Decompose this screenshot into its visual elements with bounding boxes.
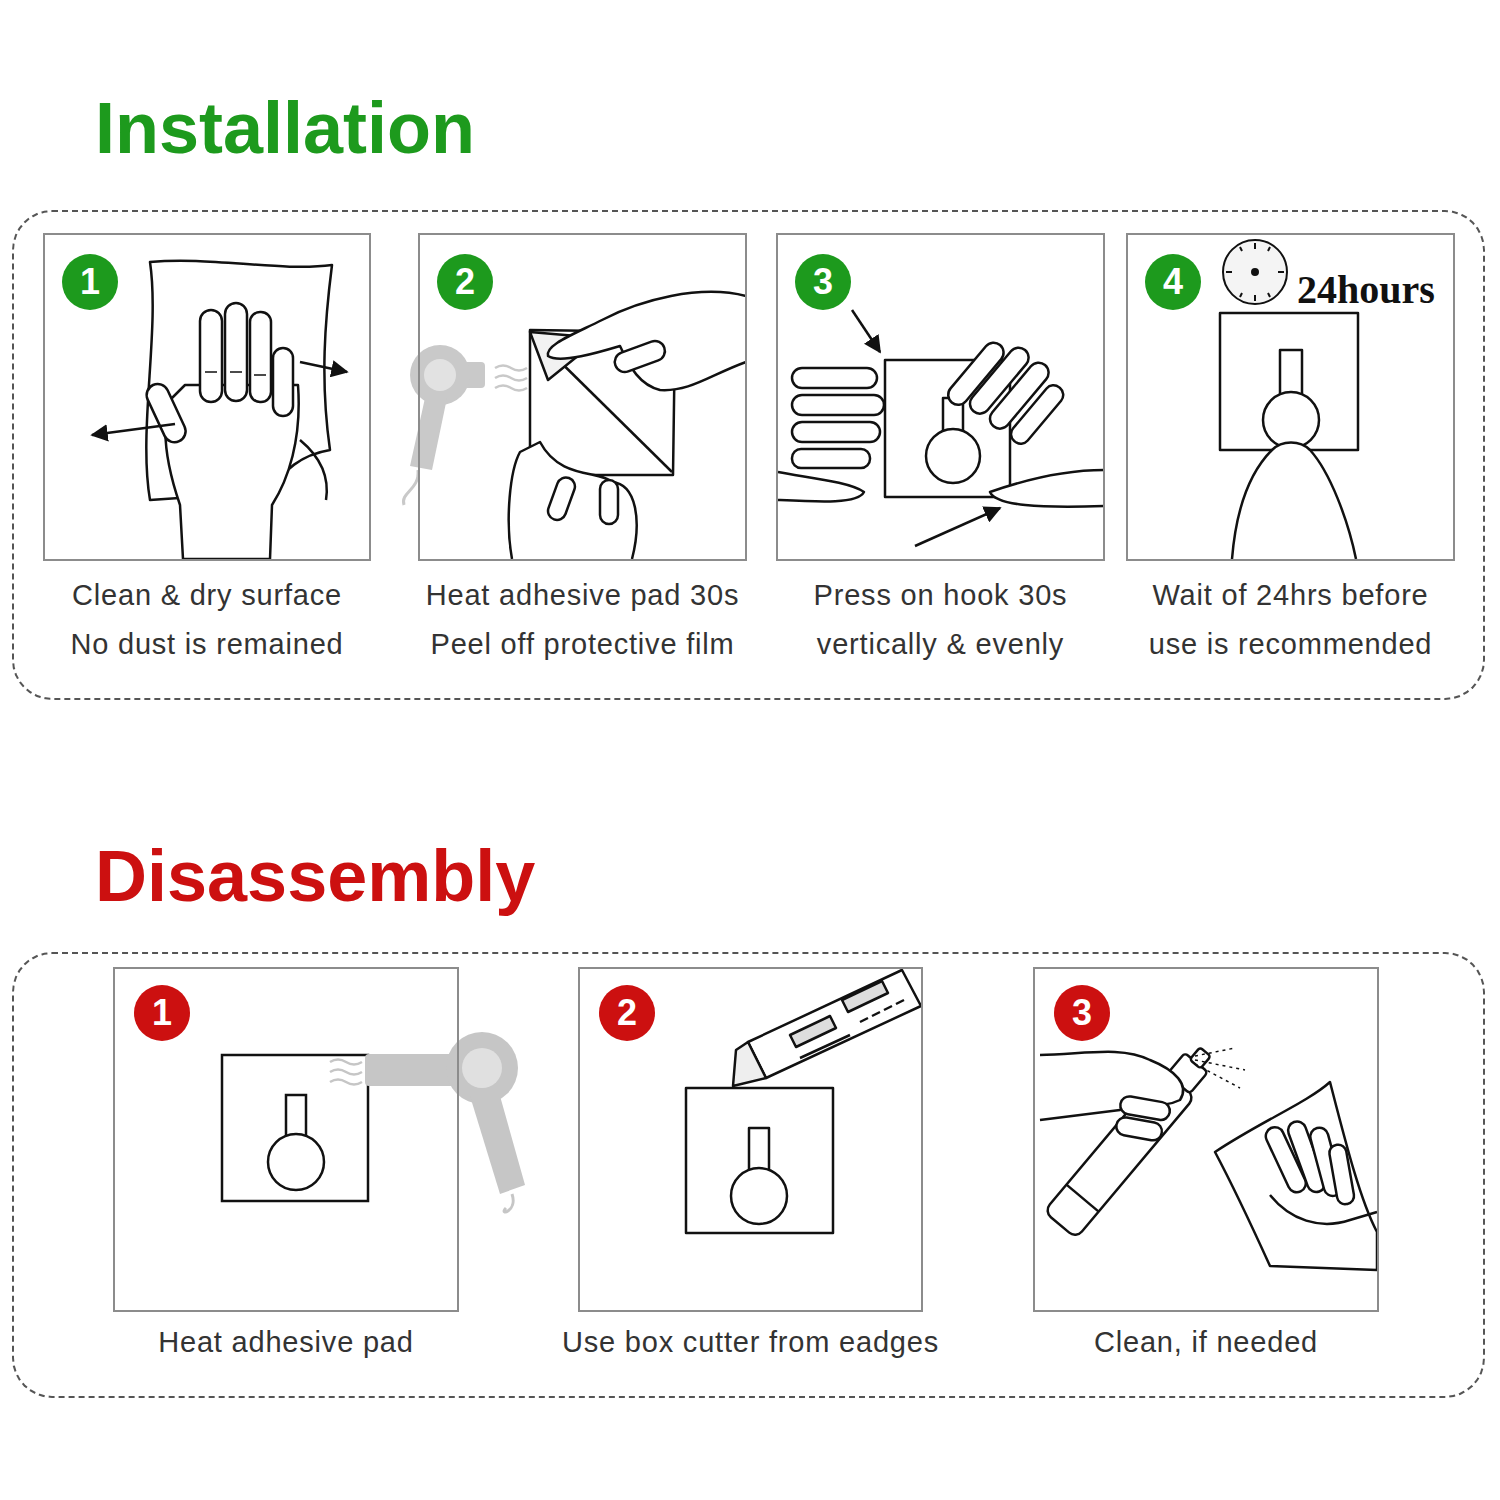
step-number: 4 — [1145, 254, 1201, 310]
pressing-hands — [1007, 382, 1067, 448]
step-caption: Peel off protective film — [431, 620, 735, 669]
box-cutter — [860, 1000, 904, 1022]
wiping-hand — [205, 372, 266, 375]
pressing-hands — [926, 429, 980, 483]
section-panel: Installation1Clean & dry surfaceNo dust … — [12, 210, 1485, 700]
adhesive-pad — [509, 292, 746, 559]
cleaning-spray — [1115, 1116, 1163, 1142]
hair-dryer — [504, 1194, 513, 1212]
cleaning-spray — [1215, 1082, 1377, 1270]
box-cutter — [733, 1042, 766, 1086]
box-cutter — [686, 970, 921, 1233]
step-number: 1 — [134, 985, 190, 1041]
pressing-hands — [792, 368, 877, 388]
hair-dryer — [330, 1032, 525, 1212]
hanging-towel — [1263, 392, 1319, 448]
step-caption: Clean, if needed — [1094, 1318, 1318, 1367]
wiping-hand — [143, 380, 189, 445]
wait-clock — [1252, 269, 1258, 275]
wiping-hand — [92, 424, 175, 435]
hair-dryer — [410, 398, 447, 470]
hair-dryer — [330, 1060, 362, 1085]
wiping-hand — [225, 303, 247, 401]
adhesive-pad — [548, 292, 746, 390]
box-cutter — [748, 970, 921, 1078]
cleaning-spray — [1190, 1047, 1211, 1068]
wiping-hand — [250, 312, 271, 402]
step-box: 1Heat adhesive pad — [113, 967, 459, 1312]
step-number: 2 — [599, 985, 655, 1041]
hair-dryer — [403, 470, 418, 505]
step-number: 2 — [437, 254, 493, 310]
step-number: 3 — [1054, 985, 1110, 1041]
hook-heating — [222, 1055, 368, 1201]
pressing-hands — [852, 310, 880, 352]
pressing-hands — [792, 395, 884, 415]
wiping-hand — [200, 310, 222, 402]
adhesive-pad — [612, 338, 668, 375]
hair-dryer — [470, 1096, 525, 1194]
step-number: 3 — [795, 254, 851, 310]
wiping-hand — [92, 261, 347, 559]
step-caption: Press on hook 30s — [814, 571, 1068, 620]
step-caption: Wait of 24hrs before — [1152, 571, 1428, 620]
cleaning-spray — [1328, 1143, 1355, 1205]
hanging-towel — [1232, 443, 1356, 560]
pressing-hands — [792, 449, 870, 468]
section-heading: Disassembly — [95, 840, 535, 912]
cleaning-spray — [1066, 1185, 1098, 1212]
wait-clock — [1223, 240, 1287, 304]
pressing-hands — [990, 470, 1104, 507]
wiping-hand — [300, 362, 347, 372]
hook-heating — [268, 1134, 324, 1190]
pressing-hands — [792, 422, 880, 442]
step-number: 1 — [62, 254, 118, 310]
section-panel: Disassembly1Heat adhesive pad2Use box cu… — [12, 952, 1485, 1398]
wiping-hand — [300, 440, 327, 500]
hair-dryer — [446, 1032, 518, 1104]
cleaning-spray — [1040, 1038, 1377, 1270]
box-cutter — [790, 981, 888, 1058]
hair-dryer — [403, 345, 527, 505]
step-caption: Heat adhesive pad 30s — [426, 571, 739, 620]
step-caption: No dust is remained — [70, 620, 343, 669]
wait-clock — [1223, 240, 1287, 304]
time-label: 24hours — [1297, 270, 1435, 310]
hair-dryer — [462, 1048, 502, 1088]
pressing-hands — [778, 310, 1104, 546]
hair-dryer — [495, 366, 527, 391]
step-caption: use is recommended — [1149, 620, 1433, 669]
wiping-hand — [273, 348, 293, 416]
section-heading: Installation — [95, 92, 475, 164]
hanging-towel — [1220, 313, 1358, 450]
box-cutter — [686, 1088, 833, 1233]
step-box: 1Clean & dry surfaceNo dust is remained — [43, 233, 371, 561]
step-box: 2Heat adhesive pad 30sPeel off protectiv… — [418, 233, 747, 561]
adhesive-pad — [509, 442, 637, 559]
box-cutter — [749, 1128, 769, 1173]
hook-heating — [222, 1055, 368, 1201]
cleaning-spray — [1195, 1048, 1245, 1088]
adhesive-pad — [545, 475, 577, 523]
step-caption: Clean & dry surface — [72, 571, 342, 620]
step-box: 3Press on hook 30svertically & evenly — [776, 233, 1105, 561]
hanging-towel — [1280, 350, 1302, 395]
pressing-hands — [778, 472, 864, 502]
pressing-hands — [915, 508, 1000, 546]
adhesive-pad — [600, 480, 618, 524]
step-caption: Heat adhesive pad — [158, 1318, 413, 1367]
step-box: 2Use box cutter from eadges — [578, 967, 923, 1312]
hanging-towel — [1220, 313, 1358, 559]
cleaning-spray — [1270, 1195, 1377, 1224]
step-caption: Use box cutter from eadges — [562, 1318, 939, 1367]
wait-clock — [1226, 243, 1284, 301]
box-cutter — [731, 1168, 787, 1224]
step-box: 3Clean, if needed — [1033, 967, 1379, 1312]
step-box: 424hoursWait of 24hrs beforeuse is recom… — [1126, 233, 1455, 561]
hair-dryer — [424, 359, 456, 391]
step-caption: vertically & evenly — [817, 620, 1064, 669]
